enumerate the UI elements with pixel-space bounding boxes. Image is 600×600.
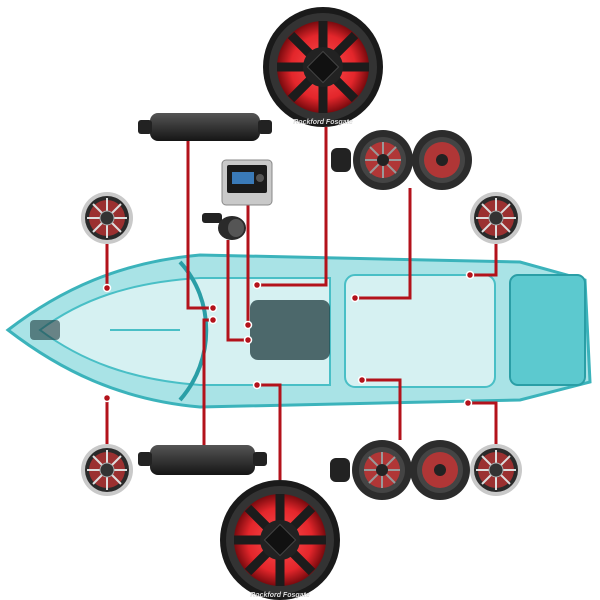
- svg-text:Rockford Fosgate: Rockford Fosgate: [250, 592, 310, 599]
- tower-speaker-top-1: [330, 129, 414, 191]
- windshield: [178, 260, 209, 402]
- coaxial-speaker-rear-right: [469, 443, 523, 497]
- helm-floor: [250, 300, 330, 360]
- tower-speaker-top-2: [412, 130, 472, 190]
- amplifier-top: [138, 113, 272, 141]
- wiring: [102, 127, 498, 480]
- svg-text:Rockford Fosgate: Rockford Fosgate: [293, 119, 353, 126]
- boat-hull: [5, 253, 592, 409]
- swim-platform: [509, 274, 586, 386]
- rear-seating: [344, 274, 496, 388]
- subwoofer-top: Rockford Fosgate: [263, 7, 383, 127]
- head-unit: [221, 159, 273, 206]
- subwoofer-bottom: Rockford Fosgate: [220, 480, 340, 600]
- tower-speaker-bottom-2: [410, 440, 470, 500]
- tower-speaker-bottom-1: [329, 439, 413, 501]
- remote-knob: [202, 213, 246, 240]
- coaxial-speaker-front-left: [80, 191, 134, 245]
- coaxial-speaker-front-right: [80, 443, 134, 497]
- amplifier-bottom: [138, 445, 267, 475]
- coaxial-speaker-rear-left: [469, 191, 523, 245]
